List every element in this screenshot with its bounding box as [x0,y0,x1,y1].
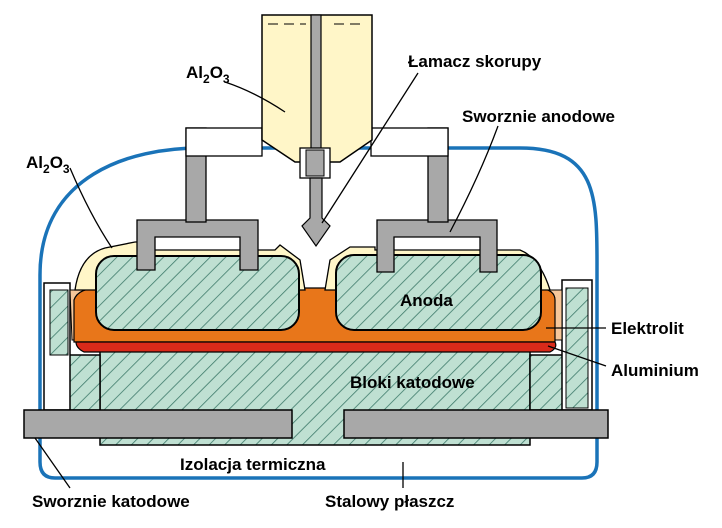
leader-aluminium [547,345,607,367]
anode-right [335,254,542,331]
label-thermal-insulation: Izolacja termiczna [180,455,326,474]
label-cathode-blocks: Bloki katodowe [350,373,475,392]
label-anode-pins: Sworznie anodowe [462,107,615,126]
leader-cathode-pins [34,437,71,489]
anode-left [95,255,300,331]
side-lining-left-hatch [49,289,69,356]
label-al2o3-hopper: Al2O3 [186,63,230,86]
cathode-pin-right [343,409,609,439]
label-steel-shell: Stalowy płaszcz [325,492,454,511]
side-lining-right-hatch [565,287,589,409]
label-crust-breaker: Łamacz skorupy [408,52,542,71]
leader-al2o3-crust [69,167,113,249]
beam-right [370,127,449,157]
leader-al2o3-hopper [224,81,286,113]
label-al2o3-crust: Al2O3 [26,153,70,176]
beam-left [185,127,263,157]
crust-breaker-tip [301,177,331,248]
anode-yoke-right [376,219,498,273]
leader-crust-breaker [321,72,419,224]
label-cathode-pins: Sworznie katodowe [32,492,190,511]
label-electrolyte: Elektrolit [611,319,684,338]
aluminium-layer [75,341,557,353]
cathode-pin-left [23,409,293,439]
steel-shell [38,146,599,480]
label-aluminium: Aluminium [611,361,699,380]
crust-breaker-collar-inner [305,149,325,177]
leader-anode-pins [449,125,499,233]
anode-yoke-left [136,219,259,271]
label-anode: Anoda [400,291,453,310]
